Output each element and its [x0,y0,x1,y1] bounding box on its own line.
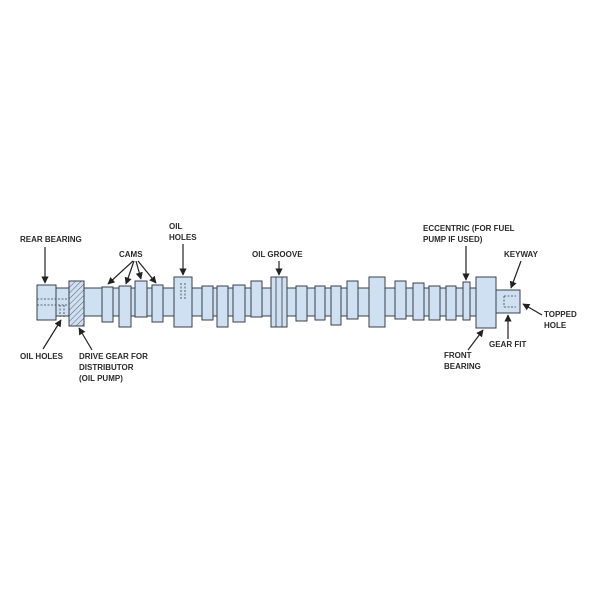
rear-bearing [36,284,57,321]
label-eccentric-1: ECCENTRIC (FOR FUEL [423,224,515,233]
cam [118,285,132,328]
label-topped-hole-1: TOPPED [544,310,577,319]
arrow-drive-gear [78,327,93,351]
label-drive-gear-3: (OIL PUMP) [79,374,123,383]
oil-passage-dashes [37,298,72,317]
drive-gear [68,280,85,327]
label-drive-gear-1: DRIVE GEAR FOR [79,352,148,361]
label-gear-fit: GEAR FIT [489,340,526,349]
arrow-topped-hole [522,303,543,316]
eccentric [462,281,471,321]
cam [314,285,326,321]
cam [216,285,229,328]
center-bearing [368,276,386,328]
arrow-oil-holes-bottom [42,319,62,350]
front-bearing [475,276,497,329]
label-cams: CAMS [119,250,143,259]
cam [101,286,114,323]
cam [232,284,246,323]
cam [330,285,342,326]
oil-hole-dashes [180,283,186,299]
cam [412,282,425,321]
cam [201,285,214,321]
label-front-bearing-2: BEARING [444,362,481,371]
arrows-cams [107,260,157,285]
oil-groove-lines [275,277,283,327]
topped-hole-dashes [503,295,516,308]
arrow-front-bearing [467,329,484,351]
label-oil-holes-top-1: OIL [169,222,182,231]
gear-fit-stub [495,289,521,314]
label-oil-holes-bottom: OIL HOLES [20,352,64,361]
cam [428,285,441,321]
cam [346,280,359,320]
cam [151,284,164,323]
label-eccentric-2: PUMP IF USED) [423,235,483,244]
label-oil-groove: OIL GROOVE [252,250,303,259]
label-oil-holes-top-2: HOLES [169,233,197,242]
label-drive-gear-2: DISTRIBUTOR [79,363,134,372]
cam [445,285,457,321]
label-keyway: KEYWAY [504,250,539,259]
cam [295,285,308,322]
arrow-keyway [509,260,522,289]
cam [394,280,407,320]
cams [101,280,457,328]
label-topped-hole-2: HOLE [544,321,567,330]
oil-groove-bearing [270,276,288,328]
label-rear-bearing: REAR BEARING [20,235,82,244]
oil-holes-bearing [173,276,193,328]
label-front-bearing-1: FRONT [444,351,472,360]
cam [250,280,263,318]
cam [134,280,148,318]
